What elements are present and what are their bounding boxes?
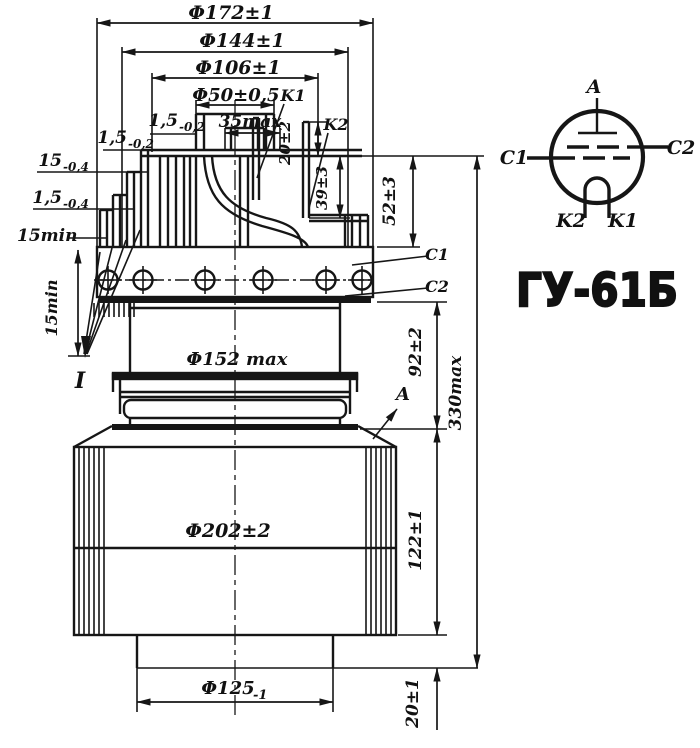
dim-l1: 1,5 [148, 111, 178, 131]
dim-l3-tol: -0,4 [63, 160, 89, 174]
c-leaders [344, 255, 429, 297]
dim-20-1: 20±1 [403, 678, 423, 729]
dim-l4-tol: -0,4 [63, 197, 89, 211]
flange [94, 245, 375, 303]
dim-15min-vert: 15min [42, 280, 61, 337]
dim-122-1: 122±1 [406, 509, 426, 571]
dim-l1-tol: -0,2 [179, 120, 205, 134]
dim-phi125: Φ125 [201, 678, 254, 699]
tube-schematic [527, 98, 668, 218]
bottom-cylinder [135, 635, 478, 669]
label-c1: C1 [425, 245, 449, 264]
left-labels: 1,5 -0,2 1,5 -0,2 15 -0,4 1,5 -0,4 15min… [17, 111, 205, 357]
tube-title: ГУ-61Б [516, 263, 678, 317]
schematic-c2: C2 [667, 137, 695, 159]
dim-phi125-tol: -1 [253, 688, 267, 703]
collar [111, 371, 359, 424]
dim-phi152: Φ152 max [187, 349, 288, 370]
label-view-a: A [394, 384, 410, 405]
dim-phi144: Φ144±1 [199, 30, 284, 52]
dim-l4: 1,5 [32, 188, 62, 208]
label-c2: C2 [425, 277, 449, 296]
dim-phi125-lines [136, 668, 334, 712]
flange-pins [93, 303, 135, 317]
dim-l3: 15 [38, 151, 62, 171]
right-dimensions [360, 155, 484, 730]
detail-marker: I [74, 368, 86, 394]
view-a-arrow [372, 408, 398, 440]
dim-15min: 15min [17, 226, 77, 246]
dim-l2-tol: -0,2 [128, 137, 154, 151]
dim-phi50: Φ50±0,5 [192, 85, 279, 106]
dim-39-3: 39±3 [313, 166, 331, 210]
dim-l2: 1,5 [97, 128, 127, 148]
dim-phi202: Φ202±2 [185, 520, 270, 542]
dim-92-2: 92±2 [406, 327, 426, 377]
schematic-c1: C1 [500, 147, 528, 169]
dim-330max: 330max [446, 355, 466, 430]
dim-phi172: Φ172±1 [188, 2, 273, 24]
radiator [72, 424, 398, 637]
schematic-anode: A [585, 76, 602, 98]
schematic-k2: K2 [555, 210, 586, 232]
dim-phi106: Φ106±1 [195, 57, 280, 79]
cylinder-152 [128, 303, 342, 373]
label-k1: K1 [279, 86, 305, 105]
label-k2: K2 [322, 115, 348, 134]
schematic-k1: K1 [607, 210, 638, 232]
dim-20-2: 20±2 [276, 121, 294, 166]
k-leaders [256, 103, 329, 209]
dim-52-3: 52±3 [380, 176, 400, 226]
